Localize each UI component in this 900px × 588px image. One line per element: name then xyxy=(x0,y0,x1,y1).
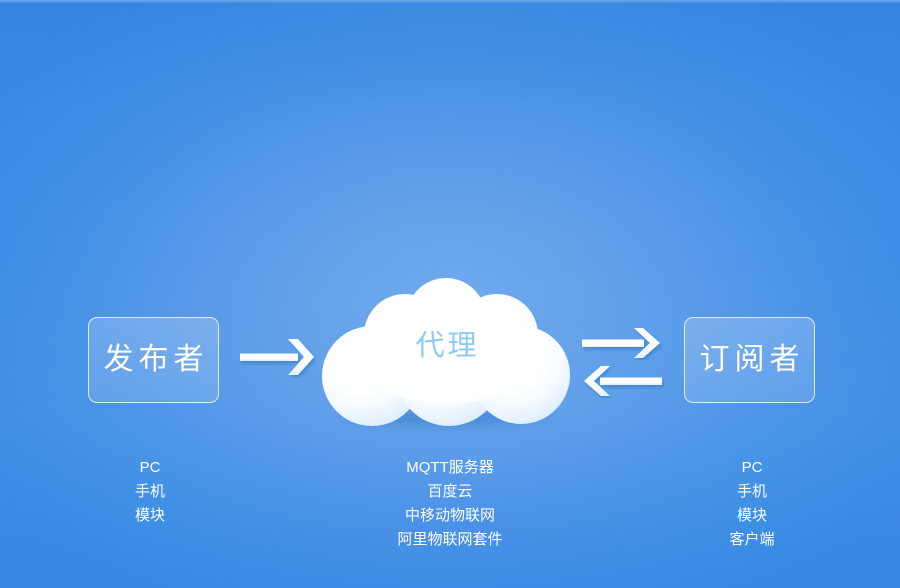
subscriber-box[interactable]: 订阅者 xyxy=(684,317,815,403)
caption-line: MQTT服务器 xyxy=(406,459,494,476)
publisher-box[interactable]: 发布者 xyxy=(88,317,219,403)
caption-line: 客户端 xyxy=(729,531,775,548)
caption-line: 模块 xyxy=(134,507,165,524)
caption-line: 百度云 xyxy=(427,483,473,500)
cloud-core-highlight xyxy=(358,304,536,404)
subscribe-arrow-right-icon xyxy=(580,326,664,360)
background-top-highlight-strip xyxy=(0,0,900,3)
caption-line: 手机 xyxy=(736,483,767,500)
caption-line: 模块 xyxy=(736,507,767,524)
broker-label: 代理 xyxy=(415,330,480,362)
caption-line: PC xyxy=(741,459,763,476)
publisher-caption-list: PC 手机 模块 xyxy=(90,456,210,528)
publisher-label: 发布者 xyxy=(103,343,209,376)
subscribe-arrow-left-icon xyxy=(580,364,664,398)
subscriber-caption-list: PC 手机 模块 客户端 xyxy=(692,456,812,552)
subscriber-label: 订阅者 xyxy=(699,343,805,376)
broker-cloud-icon[interactable]: 代理 xyxy=(322,278,570,428)
caption-line: PC xyxy=(139,459,161,476)
caption-line: 阿里物联网套件 xyxy=(397,531,503,548)
caption-line: 中移动物联网 xyxy=(404,507,495,524)
broker-caption-list: MQTT服务器 百度云 中移动物联网 阿里物联网套件 xyxy=(340,456,560,552)
caption-line: 手机 xyxy=(134,483,165,500)
publish-arrow-right-icon xyxy=(238,336,316,378)
